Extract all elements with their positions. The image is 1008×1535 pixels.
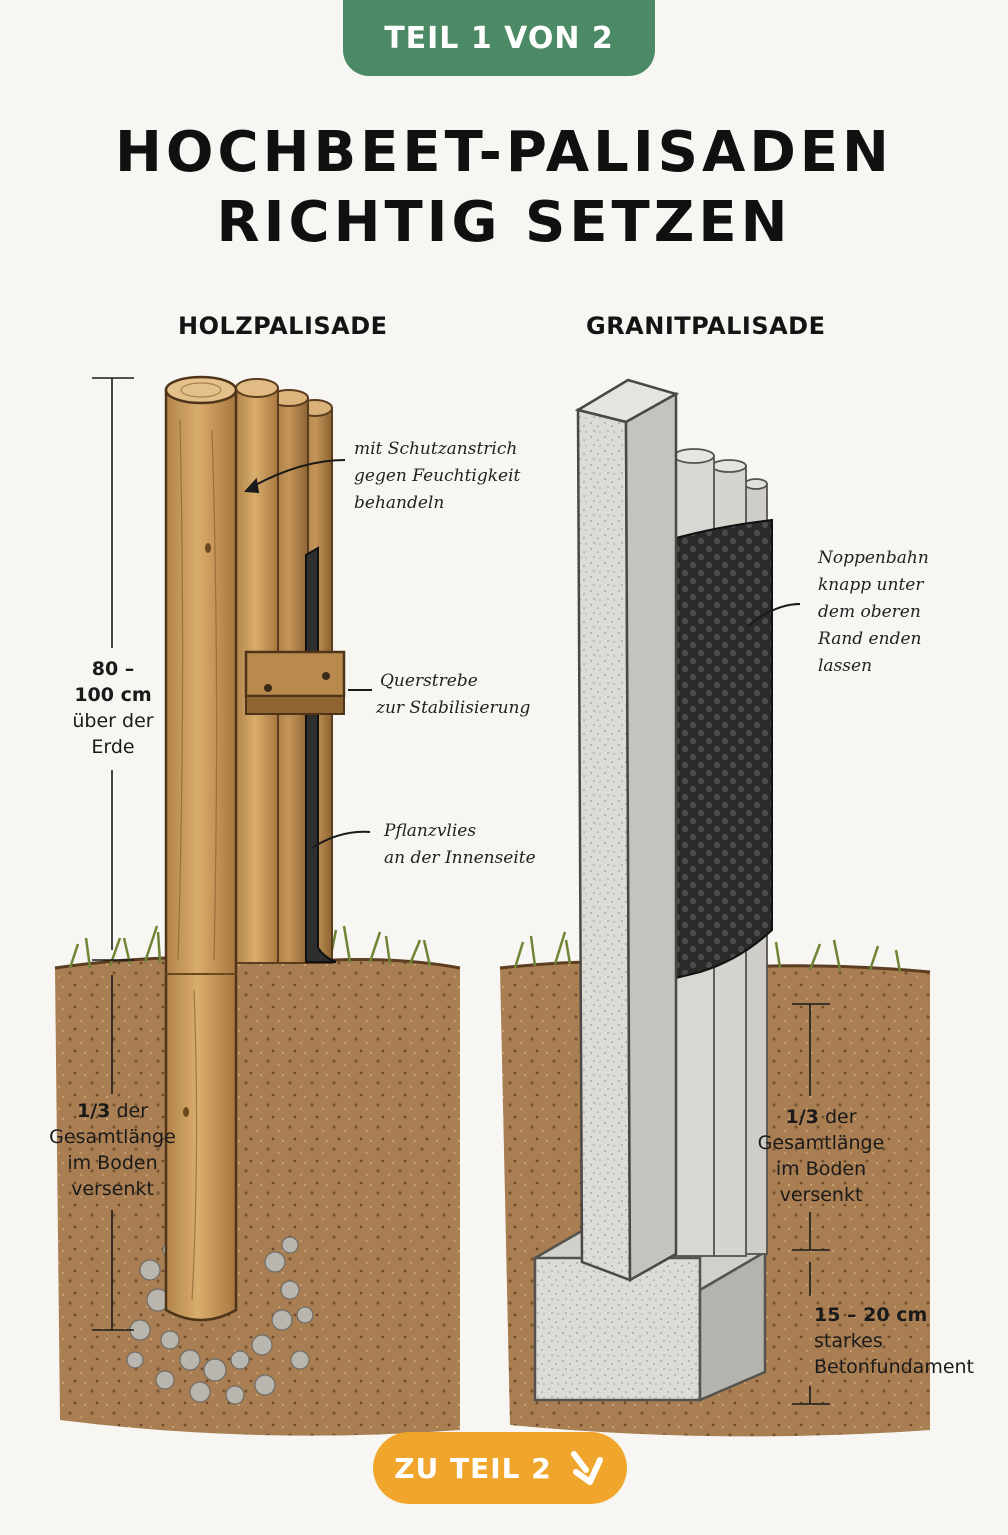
title-line-2: RICHTIG SETZEN (216, 190, 792, 255)
note-plant-fleece: Pflanzvlies an der Innenseite (384, 821, 536, 868)
arrow-down-right-icon (570, 1451, 603, 1485)
part-badge: TEIL 1 VON 2 (343, 0, 655, 76)
leader-lines (243, 459, 801, 849)
note-protective-coating: mit Schutzanstrich gegen Feuchtigkeit be… (354, 439, 521, 513)
note-dimpled-membrane: Noppenbahn knapp unter dem oberen Rand e… (818, 548, 929, 676)
wood-main-post (164, 375, 238, 1322)
cross-brace (244, 650, 346, 715)
part-badge-label: TEIL 1 VON 2 (384, 20, 614, 56)
dim-wood-below-ground: 1/3 der Gesamtlänge im Boden versenkt (49, 1100, 176, 1200)
granite-main-post (574, 378, 680, 1283)
heading-granite: GRANITPALISADE (586, 312, 826, 340)
dim-wood-above-ground: 80 – 100 cm über der Erde (72, 658, 154, 758)
page-title: HOCHBEET-PALISADEN RICHTIG SETZEN (0, 118, 1008, 258)
next-part-label: ZU TEIL 2 (394, 1451, 552, 1485)
dimpled-membrane (675, 518, 773, 980)
dimension-lines (92, 377, 830, 1405)
note-cross-brace: Querstrebe zur Stabilisierung (376, 671, 531, 718)
next-part-button[interactable]: ZU TEIL 2 (373, 1432, 627, 1504)
dim-concrete-foundation: 15 – 20 cm starkes Betonfundament (814, 1304, 975, 1378)
title-line-1: HOCHBEET-PALISADEN (115, 120, 893, 185)
dim-granite-below-ground: 1/3 der Gesamtlänge im Boden versenkt (757, 1106, 885, 1206)
heading-wood: HOLZPALISADE (178, 312, 388, 340)
